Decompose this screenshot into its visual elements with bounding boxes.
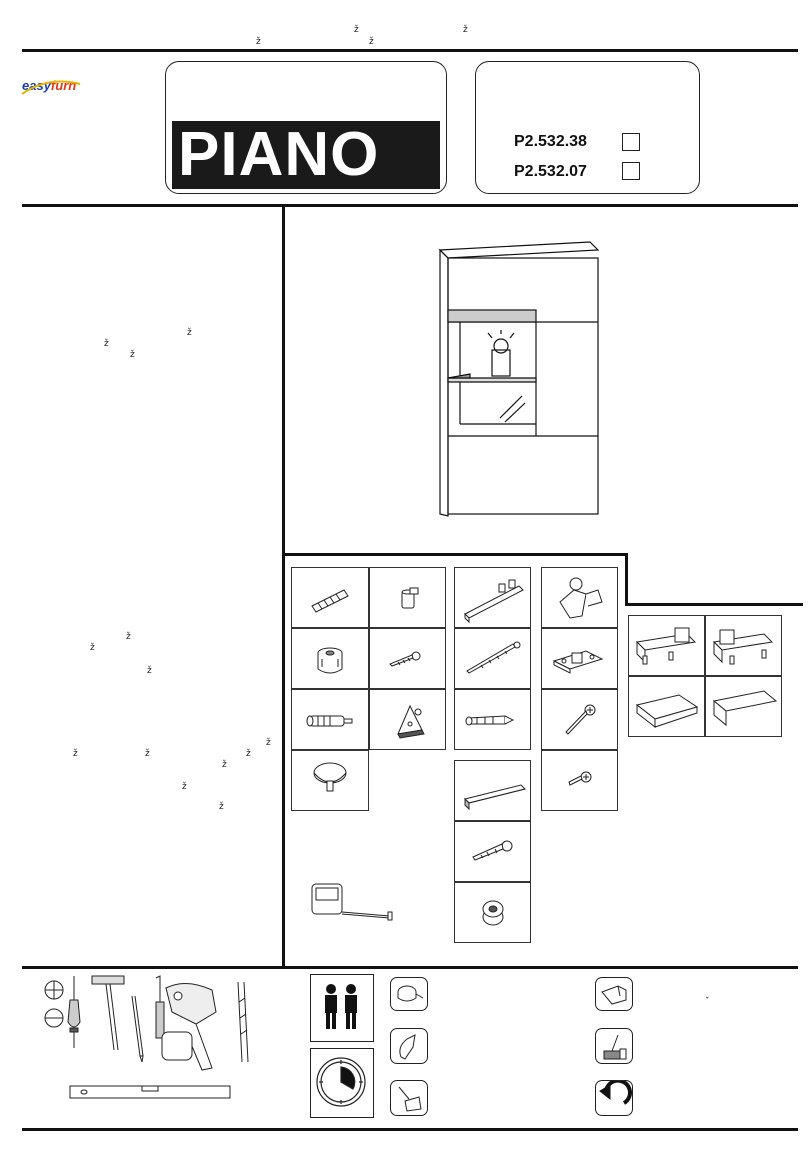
text-mark: ž xyxy=(222,760,227,770)
text-mark: ž xyxy=(266,738,271,748)
long-screw-icon xyxy=(466,641,521,674)
text-mark: ž xyxy=(187,328,192,338)
fitting-hinge xyxy=(541,567,618,628)
foot-block-icon xyxy=(635,694,699,729)
connector-bolt-icon xyxy=(306,715,353,727)
hinge-icon xyxy=(559,577,603,619)
medium-screw-icon xyxy=(472,840,513,861)
top-rule xyxy=(22,49,798,52)
corner-profile-icon xyxy=(712,690,778,727)
fitting-connector-bolt xyxy=(291,689,369,750)
wood-dowel-icon xyxy=(311,589,349,613)
fitting-screw-stub xyxy=(541,750,618,811)
fitting-screw-medium xyxy=(454,821,531,882)
fitting-profile xyxy=(454,760,531,821)
spirit-level-icon xyxy=(69,1085,231,1099)
text-mark: ž xyxy=(145,749,150,759)
fitting-glide xyxy=(291,750,369,811)
product-codes-panel xyxy=(475,61,700,194)
aluminium-profile-icon xyxy=(464,784,526,811)
wall-plug-icon xyxy=(465,715,515,726)
short-screw-icon xyxy=(389,651,421,667)
fitting-washer xyxy=(454,882,531,943)
clock-box xyxy=(310,1048,374,1118)
fittings-step xyxy=(625,553,628,605)
logo-swoosh-icon xyxy=(21,80,81,95)
header-mark: ž xyxy=(256,37,261,47)
stub-screw-icon xyxy=(568,771,592,786)
column-divider xyxy=(282,206,285,967)
section-rule xyxy=(22,204,798,207)
furniture-glide-icon xyxy=(313,762,347,792)
glove-icon xyxy=(601,985,627,1005)
fitting-drawer-runner-right xyxy=(705,615,782,676)
fitting-screw-short xyxy=(369,628,446,689)
fitting-hanging-rail xyxy=(454,567,531,628)
header-mark: ž xyxy=(369,37,374,47)
text-mark: ž xyxy=(126,632,131,642)
text-mark: ž xyxy=(219,802,224,812)
bottom-rule xyxy=(22,1128,798,1131)
text-mark: ž xyxy=(90,643,95,653)
clock-icon xyxy=(316,1057,366,1107)
text-mark: ž xyxy=(73,749,78,759)
fitting-wall-plug xyxy=(454,689,531,750)
product-code-checkbox[interactable] xyxy=(622,162,640,180)
product-code: P2.532.07 xyxy=(514,163,587,180)
hammer-instruction xyxy=(595,1028,633,1064)
measuring-tape-icon xyxy=(311,883,393,921)
text-mark: ž xyxy=(104,339,109,349)
cabinet-illustration-icon xyxy=(438,241,600,517)
dustpan-icon xyxy=(398,1086,422,1112)
fittings-step-rule xyxy=(625,603,803,606)
fitting-long-screw xyxy=(454,628,531,689)
fitting-drawer-runner-left xyxy=(628,615,705,676)
section-rule xyxy=(22,966,798,969)
product-code: P2.532.38 xyxy=(514,133,587,150)
glove-instruction xyxy=(595,977,633,1011)
small-screw-icon xyxy=(565,704,596,735)
rotate-icon xyxy=(599,1078,632,1105)
two-people-icon xyxy=(325,984,357,1029)
hammer-icon xyxy=(603,1034,627,1060)
fitting-corner-profile xyxy=(705,676,782,737)
hanging-rail-icon xyxy=(464,579,524,624)
dustpan-instruction xyxy=(390,1080,428,1116)
text-mark: ž xyxy=(182,782,187,792)
product-code-checkbox[interactable] xyxy=(622,133,640,151)
drawer-runner-icon xyxy=(635,627,697,665)
two-people-box xyxy=(310,974,374,1042)
product-title: PIANO xyxy=(172,121,440,189)
text-mark: ˇ xyxy=(705,997,710,1007)
hinge-plate-icon xyxy=(552,650,604,674)
tape-icon xyxy=(397,985,424,1002)
cloth-instruction xyxy=(390,1028,428,1064)
text-mark: ž xyxy=(246,749,251,759)
fitting-cam-lock xyxy=(291,628,369,689)
tools-illustration xyxy=(44,975,249,1071)
tape-instruction xyxy=(390,977,428,1011)
cloth-icon xyxy=(399,1034,416,1060)
fitting-corner-bracket xyxy=(369,689,446,750)
corner-bracket-icon xyxy=(397,704,425,739)
fitting-screw-small xyxy=(541,689,618,750)
washer-icon xyxy=(482,900,504,926)
fitting-dowel xyxy=(291,567,369,628)
shelf-pin-icon xyxy=(401,587,419,609)
text-mark: ž xyxy=(130,350,135,360)
fitting-foot-block xyxy=(628,676,705,737)
header-mark: ž xyxy=(463,25,468,35)
rotate-instruction xyxy=(595,1078,633,1116)
drawer-runner-icon xyxy=(712,629,774,665)
fittings-top-rule xyxy=(284,553,627,556)
fitting-hinge-plate xyxy=(541,628,618,689)
cam-lock-icon xyxy=(317,647,343,674)
text-mark: ž xyxy=(147,666,152,676)
header-mark: ž xyxy=(354,25,359,35)
fitting-pin xyxy=(369,567,446,628)
